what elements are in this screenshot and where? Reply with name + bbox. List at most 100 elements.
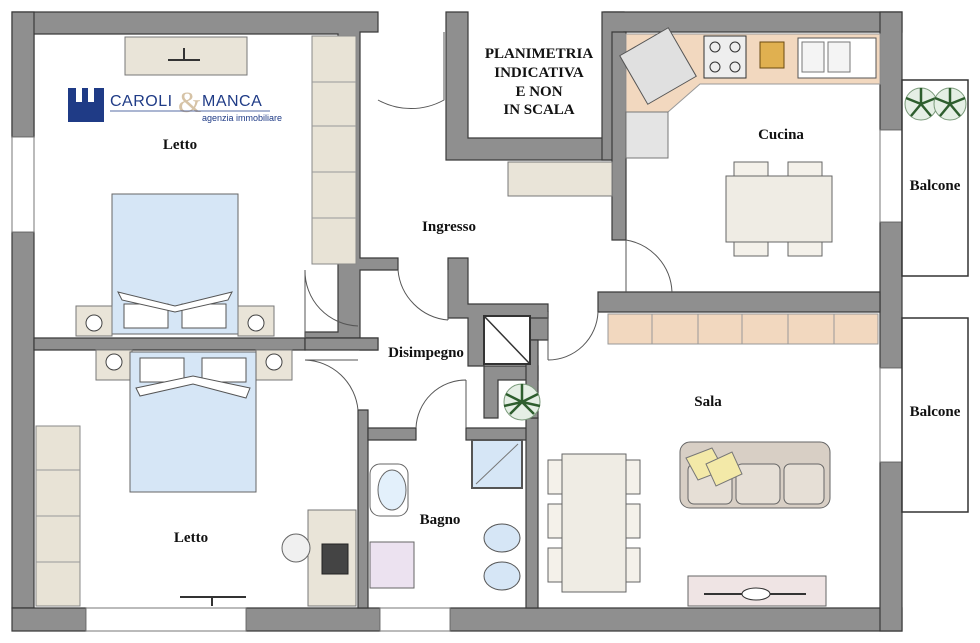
door-kitchen [625,239,673,293]
pillow [139,357,185,383]
lamp-icon [247,314,265,332]
plant-icon [904,87,938,121]
door-bedroom-bottom [304,359,359,411]
lamp-icon [105,353,123,371]
logo-brand-left: CAROLI [110,93,173,110]
wall-disimpegno-stub [304,337,379,351]
tv-cabinet-top [124,36,248,76]
pillow [201,357,247,383]
bathroom-furniture [369,439,523,591]
chair [787,241,823,257]
wall-right-bottom [879,461,903,632]
chair [625,547,641,583]
sink-basin [377,469,407,511]
wardrobe-top [311,35,357,265]
room-labels: Letto Letto Ingresso Disimpegno Bagno Cu… [163,127,961,546]
bed-blanket-fold [117,291,233,313]
disclaimer-note: PLANIMETRIA INDICATIVA E NON IN SCALA [485,46,594,118]
chair [625,503,641,539]
door-bath [415,379,467,429]
bed-blanket-fold [135,375,251,399]
window-bath [379,607,451,632]
fridge [619,27,697,105]
bidet [483,523,521,553]
logo-mark [68,88,104,122]
shaft [483,315,531,365]
room-label-ingresso: Ingresso [422,219,476,235]
doors [304,32,673,429]
tv-icon [180,596,246,606]
note-line-2: INDICATIVA [494,65,584,81]
note-line-3: E NON [515,84,562,100]
chair [547,547,563,583]
cutting-board [759,41,785,69]
cushion [705,451,743,487]
entrance-console [507,161,613,197]
chair [787,161,823,177]
window-bedroom-top [11,136,35,233]
note-line-4: IN SCALA [503,102,574,118]
logo-ampersand: & [178,86,201,119]
wall-bed2-right [357,409,369,609]
bedroom-top-furniture [75,35,357,337]
door-bedroom-top [304,269,359,338]
chair [733,241,769,257]
wall-bath-top-right [465,427,529,441]
laptop-icon [321,543,349,575]
room-label-letto-bottom: Letto [174,530,208,546]
tv-icon [168,48,200,61]
window-kitchen [879,129,903,223]
balcony-bottom [901,317,969,513]
walls [11,11,903,632]
room-label-letto-top: Letto [163,137,197,153]
balconies [901,79,969,513]
chair [625,459,641,495]
toilet [483,561,521,591]
sideboard [607,313,879,345]
kitchen-cabinet [625,111,669,159]
bedroom-bottom-furniture [35,349,357,607]
wall-kitchen-bottom [597,291,881,313]
window-sala [879,367,903,463]
wall-bottom-right [449,607,903,632]
chair [547,459,563,495]
wall-bedrooms-divider [33,337,306,351]
room-label-disimpegno: Disimpegno [388,345,464,361]
wall-bath-top [367,427,417,441]
kitchen-furniture [619,27,881,257]
door-bathroom-entry [397,269,449,321]
lamp-icon [85,314,103,332]
logo-brand-right: MANCA [202,93,262,110]
washing-machine [369,541,415,589]
wall-left [11,231,35,609]
lamp-icon [265,353,283,371]
wall-left-top [11,11,35,138]
wall-right-mid [879,221,903,369]
plant-icon [503,383,541,421]
sala-furniture [547,313,879,607]
agency-logo: CAROLI & MANCA agenzia immobiliare [68,86,282,123]
room-label-balcone-bottom: Balcone [910,404,961,420]
door-sala [547,311,599,361]
wall-bottom [11,607,87,632]
chair [547,503,563,539]
room-label-bagno: Bagno [420,512,461,528]
room-label-balcone-top: Balcone [910,178,961,194]
logo-tagline: agenzia immobiliare [202,113,282,123]
wall-bottom-mid [245,607,381,632]
note-line-1: PLANIMETRIA [485,46,594,62]
windows [11,129,903,632]
room-label-sala: Sala [694,394,722,410]
door-entrance [377,32,445,109]
stove [703,35,747,79]
room-label-cucina: Cucina [758,127,804,143]
desk-chair [281,533,311,563]
wall-right-top [879,11,903,131]
chair [733,161,769,177]
wall-bath-right [525,417,539,609]
dining-table [561,453,627,593]
window-bedroom-bottom [85,607,247,632]
kitchen-table [725,175,833,243]
plant-icon [933,87,967,121]
